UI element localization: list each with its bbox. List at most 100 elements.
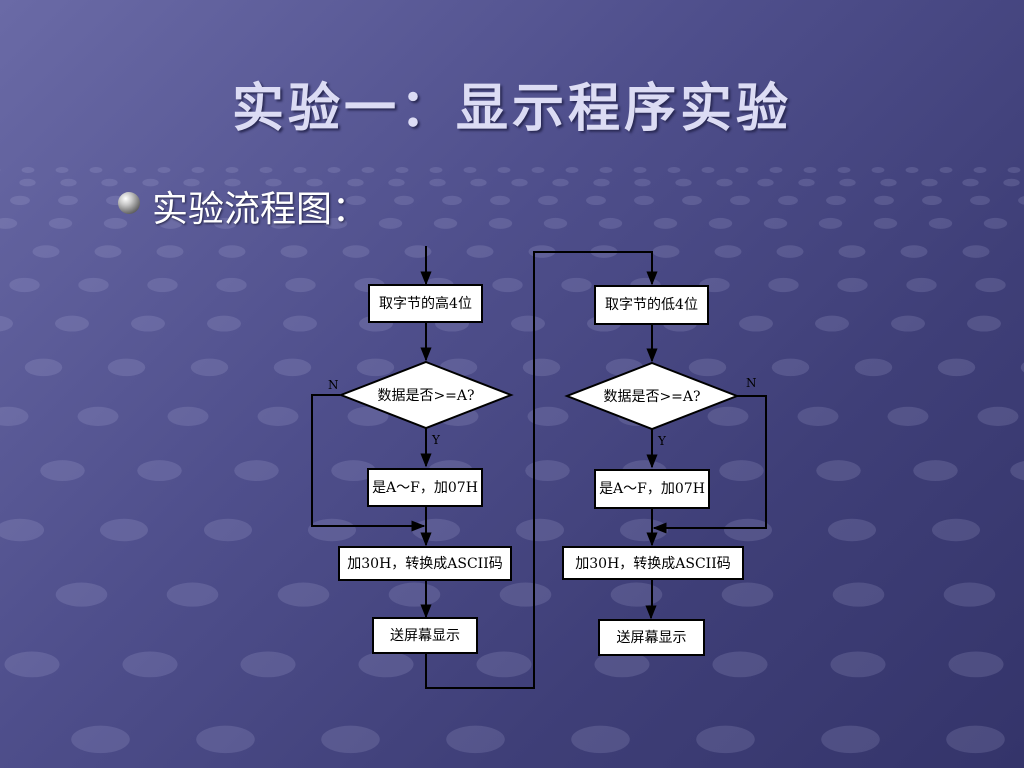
left-node-step3-label: 加30H，转换成ASCII码	[347, 555, 503, 572]
left-node-decision: 数据是否>=A?	[338, 360, 514, 430]
background-dot	[1020, 362, 1024, 373]
background-dot	[948, 651, 1004, 678]
background-dot	[837, 167, 851, 173]
background-dot	[224, 178, 241, 187]
background-dot	[531, 167, 545, 173]
background-dot	[701, 167, 715, 173]
background-dot	[652, 245, 680, 258]
background-dot	[887, 406, 929, 426]
background-dot	[156, 245, 184, 258]
background-dot	[308, 518, 356, 542]
background-dot	[771, 358, 810, 377]
background-dot	[594, 651, 650, 678]
background-dot	[55, 582, 108, 607]
background-dot	[388, 582, 441, 607]
background-dot	[739, 315, 773, 332]
background-dot	[213, 217, 238, 229]
background-dot	[967, 315, 1001, 332]
background-dot	[634, 195, 654, 206]
background-dot	[347, 406, 389, 426]
background-dot	[442, 195, 462, 206]
background-dot	[283, 315, 317, 332]
background-dot	[71, 725, 130, 754]
background-dot	[463, 167, 477, 173]
background-dot	[688, 358, 727, 377]
sphere-bullet-icon	[118, 192, 140, 214]
background-dot	[522, 358, 561, 377]
background-dot	[204, 518, 252, 542]
left-yes-label: Y	[431, 433, 441, 447]
background-dot	[653, 217, 678, 229]
background-dot	[157, 167, 171, 173]
background-dot	[356, 358, 395, 377]
background-dot	[327, 167, 341, 173]
background-dot	[488, 217, 513, 229]
background-dot	[476, 651, 532, 678]
background-dot	[874, 195, 894, 206]
background-dot	[100, 518, 148, 542]
background-dot	[798, 178, 815, 187]
background-dot	[797, 406, 839, 426]
background-dot	[21, 167, 35, 173]
background-dot	[830, 651, 886, 678]
right-node-step3-label: 加30H，转换成ASCII码	[575, 555, 731, 572]
background-dot	[342, 245, 370, 258]
background-dot	[321, 725, 380, 754]
left-node-step2-label: 是A～F，加07H	[372, 480, 478, 496]
background-dot	[821, 725, 880, 754]
background-dot	[763, 217, 788, 229]
background-dot	[183, 178, 200, 187]
background-dot	[60, 178, 77, 187]
background-dot	[525, 460, 570, 482]
background-dot	[225, 167, 239, 173]
background-dot	[433, 217, 458, 229]
background-dot	[818, 217, 843, 229]
background-dot	[250, 195, 270, 206]
background-dot	[937, 358, 976, 377]
background-dot	[962, 245, 990, 258]
background-dot	[0, 217, 18, 229]
background-dot	[10, 195, 30, 206]
right-node-step2-label: 是A～F，加07H	[599, 481, 705, 497]
background-dot	[234, 460, 279, 482]
background-dot	[973, 167, 987, 173]
background-dot	[196, 725, 255, 754]
background-dot	[943, 582, 996, 607]
background-dot	[55, 315, 89, 332]
background-dot	[58, 195, 78, 206]
background-dot	[32, 245, 60, 258]
background-dot	[511, 315, 545, 332]
right-node-step2: 是A～F，加07H	[594, 469, 710, 509]
background-dot	[346, 195, 366, 206]
background-dot	[277, 582, 330, 607]
background-dot	[388, 178, 405, 187]
background-dot	[735, 167, 749, 173]
background-dot	[378, 217, 403, 229]
background-dot	[871, 167, 885, 173]
right-node-decision: 数据是否>=A?	[564, 361, 740, 431]
left-node-step1: 取字节的高4位	[368, 284, 483, 323]
background-dot	[78, 277, 109, 293]
background-dot	[202, 195, 222, 206]
background-dot	[778, 195, 798, 206]
background-dot	[932, 518, 980, 542]
background-dot	[1018, 196, 1024, 205]
background-dot	[490, 195, 510, 206]
background-dot	[48, 217, 73, 229]
background-dot	[190, 358, 229, 377]
background-dot	[675, 178, 692, 187]
background-dot	[516, 518, 564, 542]
background-dot	[905, 167, 919, 173]
background-dot	[552, 178, 569, 187]
background-dot	[257, 406, 299, 426]
background-dot	[142, 178, 159, 187]
background-dot	[9, 277, 40, 293]
background-dot	[306, 178, 323, 187]
left-node-decision-label: 数据是否>=A?	[377, 388, 474, 404]
background-dot	[77, 406, 119, 426]
background-dot	[543, 217, 568, 229]
background-dot	[826, 195, 846, 206]
background-dot	[24, 358, 63, 377]
background-dot	[94, 245, 122, 258]
